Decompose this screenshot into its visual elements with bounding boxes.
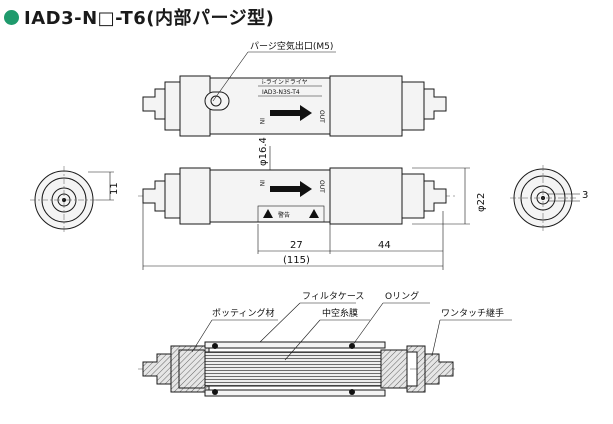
plate-in: IN <box>258 118 265 124</box>
warning-triangle-icon <box>263 209 273 218</box>
warning-text: 警告 <box>278 211 290 219</box>
title-row: IAD3-N□-T6(内部パージ型) <box>4 4 274 30</box>
green-bullet-icon <box>4 9 19 25</box>
callout-filter-case: フィルタケース <box>302 291 364 302</box>
dim-dia-body: φ16.4 <box>258 137 269 166</box>
dim-left-len: 27 <box>290 240 303 251</box>
callout-potting: ポッティング材 <box>212 307 274 319</box>
right-end-view: 3 <box>510 165 588 231</box>
left-end-view: 11 <box>30 166 120 234</box>
callout-purge-port: パージ空気出口(M5) <box>250 40 333 52</box>
top-view: i-ラインドライヤ IAD3-N3S-T4 IN OUT パージ空気出口(M5) <box>142 40 447 137</box>
dim-total-len: (115) <box>283 255 310 266</box>
callout-o-ring: Oリング <box>385 290 419 302</box>
cross-section: フィルタケース Oリング ポッティング材 中空糸膜 ワンタッチ継手 <box>138 290 512 397</box>
plate-model: IAD3-N3S-T4 <box>262 89 300 96</box>
dim-end-offset: 3 <box>582 190 588 201</box>
callout-one-touch: ワンタッチ継手 <box>441 307 504 319</box>
flow-arrow-icon <box>270 105 312 121</box>
side-flow-arrow-icon <box>270 181 312 197</box>
page-title: IAD3-N□-T6(内部パージ型) <box>24 8 275 29</box>
dim-dia-end: φ22 <box>476 193 487 212</box>
callout-hollow-fiber: 中空糸膜 <box>322 307 358 319</box>
side-view: IN OUT 警告 φ16.4 φ22 27 44 (115) <box>138 137 487 270</box>
dim-side-height: 11 <box>109 182 120 195</box>
plate-brand: i-ラインドライヤ <box>262 79 308 86</box>
side-plate-in: IN <box>258 180 265 186</box>
dim-right-len: 44 <box>378 240 391 251</box>
plate-out: OUT <box>318 110 325 123</box>
o-ring-marker <box>212 343 218 349</box>
warning-label <box>257 205 325 223</box>
warning-triangle-icon-2 <box>309 209 319 218</box>
side-plate-out: OUT <box>318 180 325 193</box>
